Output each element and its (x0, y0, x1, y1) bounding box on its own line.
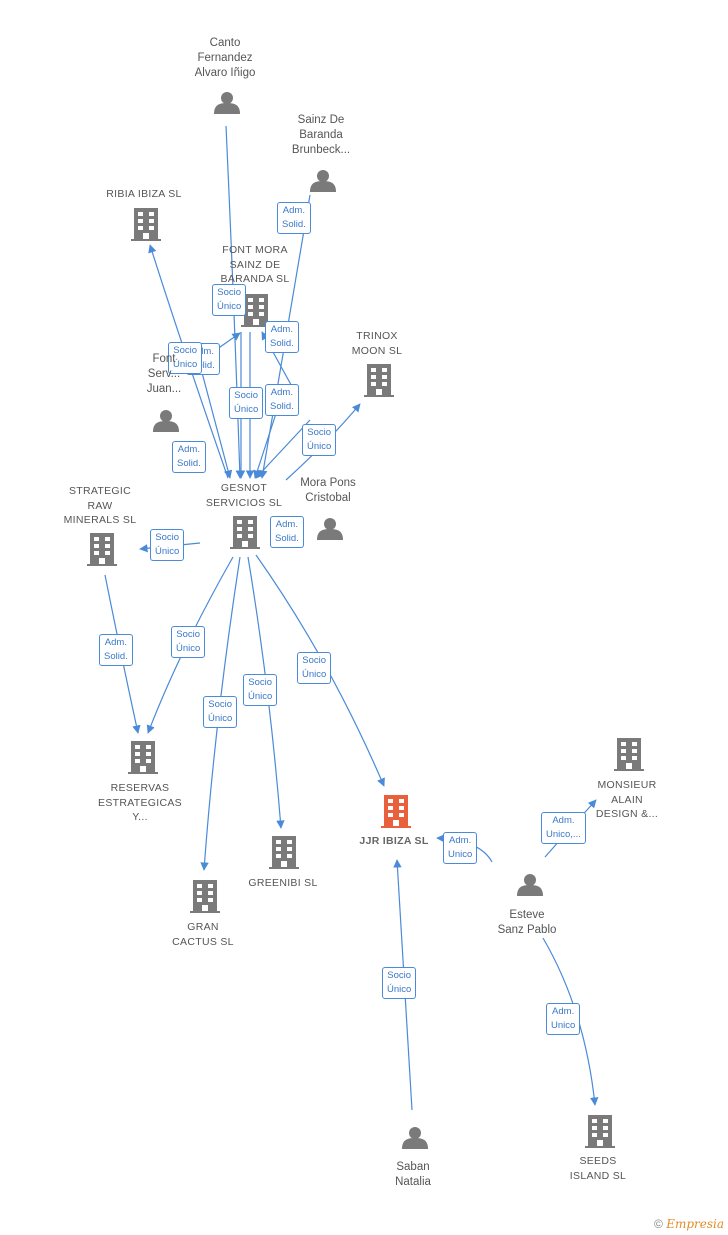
brand-logo[interactable]: Empresia (666, 1217, 724, 1231)
person-icon[interactable] (153, 410, 179, 432)
edge-label[interactable]: Socio Único (243, 674, 278, 706)
company-building-icon[interactable] (269, 836, 299, 869)
edge-label[interactable]: Socio Único (168, 342, 203, 374)
copyright-symbol: © (654, 1217, 663, 1231)
company-building-icon[interactable] (131, 208, 161, 241)
node-label-gesnot[interactable]: GESNOT SERVICIOS SL (205, 482, 283, 509)
edge-label[interactable]: Adm. Solid. (172, 441, 206, 473)
node-label-jjr[interactable]: JJR IBIZA SL (359, 835, 429, 847)
node-label-ribia[interactable]: RIBIA IBIZA SL (106, 188, 182, 200)
edge-label[interactable]: Adm. Solid. (265, 321, 299, 353)
node-label-trinox[interactable]: TRINOX MOON SL (351, 330, 403, 357)
company-building-icon[interactable] (87, 533, 117, 566)
edge-label[interactable]: Socio Único (203, 696, 238, 728)
company-building-icon[interactable] (585, 1115, 615, 1148)
node-label-strategic[interactable]: STRATEGIC RAW MINERALS SL (63, 485, 137, 526)
company-building-icon[interactable] (128, 741, 158, 774)
node-label-seeds[interactable]: SEEDS ISLAND SL (569, 1155, 627, 1182)
person-icon[interactable] (214, 92, 240, 114)
company-building-icon[interactable] (230, 516, 260, 549)
node-label-morapons[interactable]: Mora Pons Cristobal (300, 477, 356, 504)
edge-label[interactable]: Adm. Unico (443, 832, 478, 864)
person-icon[interactable] (402, 1127, 428, 1149)
edge-label[interactable]: Adm. Solid. (270, 516, 304, 548)
edge-label[interactable]: Socio Único (150, 529, 185, 561)
node-label-monsieur[interactable]: MONSIEUR ALAIN DESIGN &... (595, 779, 659, 820)
person-icon[interactable] (517, 874, 543, 896)
edge-morapons-to-gesnot (255, 419, 311, 479)
company-building-icon[interactable] (614, 738, 644, 771)
node-label-canto[interactable]: Canto Fernandez Alvaro Iñigo (194, 37, 256, 79)
edge-label[interactable]: Socio Único (297, 652, 332, 684)
edge-label[interactable]: Adm. Unico,... (541, 812, 586, 844)
edge-label[interactable]: Socio Único (212, 284, 247, 316)
node-label-sainz[interactable]: Sainz De Baranda Brunbeck... (291, 114, 351, 156)
node-label-saban[interactable]: Saban Natalia (395, 1161, 431, 1188)
edge-label[interactable]: Socio Único (382, 967, 417, 999)
node-label-reservas[interactable]: RESERVAS ESTRATEGICAS Y... (98, 782, 182, 823)
edge-label[interactable]: Adm. Solid. (265, 384, 299, 416)
edge-label[interactable]: Socio Único (229, 387, 264, 419)
footer-credit: © Empresia (654, 1217, 724, 1231)
edge-label[interactable]: Socio Único (171, 626, 206, 658)
node-label-greenibi[interactable]: GREENIBI SL (248, 877, 318, 889)
edge-label[interactable]: Socio Único (302, 424, 337, 456)
edge-label[interactable]: Adm. Unico (546, 1003, 581, 1035)
node-label-grancactus[interactable]: GRAN CACTUS SL (172, 921, 234, 948)
company-building-icon[interactable] (381, 795, 411, 828)
company-building-icon[interactable] (190, 880, 220, 913)
node-label-fontmora[interactable]: FONT MORA SAINZ DE BARANDA SL (220, 244, 290, 285)
company-building-icon[interactable] (364, 364, 394, 397)
edge-label[interactable]: Adm. Solid. (99, 634, 133, 666)
node-label-fontserv[interactable]: Font Serv... Juan... (146, 353, 182, 395)
person-icon[interactable] (310, 170, 336, 192)
edge-label[interactable]: Adm. Solid. (277, 202, 311, 234)
person-icon[interactable] (317, 518, 343, 540)
node-label-esteve[interactable]: Esteve Sanz Pablo (497, 909, 557, 936)
